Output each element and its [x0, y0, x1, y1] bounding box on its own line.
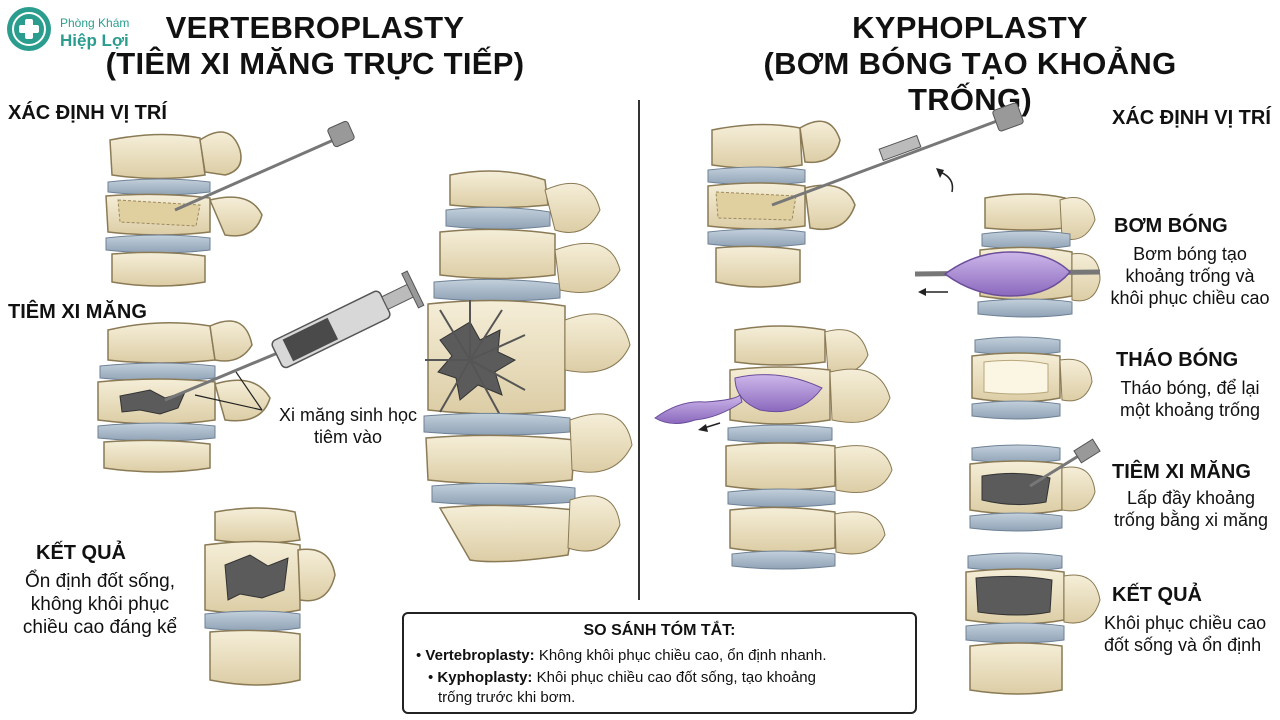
- summary-item-kyphoplasty: • Kyphoplasty: Khôi phục chiều cao đốt s…: [428, 669, 816, 686]
- spine-column: [423, 170, 633, 563]
- vertebra-balloon-right: [914, 193, 1101, 318]
- summary-item-kyphoplasty-cont: trống trước khi bơm.: [438, 689, 576, 706]
- left-step3-desc: Ổn định đốt sống, không khôi phục chiều …: [22, 571, 178, 638]
- summary-box: SO SÁNH TÓM TẮT: • Vertebroplasty: Không…: [402, 612, 917, 714]
- right-step3-desc: Tháo bóng, để lại một khoảng trống: [1119, 378, 1261, 420]
- clinic-logo: Phòng Khám Hiệp Lợi: [6, 6, 156, 54]
- right-step3-label: THÁO BÓNG: [1116, 349, 1239, 371]
- left-step3-label: KẾT QUẢ: [36, 542, 126, 564]
- right-step2-label: BƠM BÓNG: [1114, 215, 1228, 237]
- summary-title: SO SÁNH TÓM TẮT:: [583, 622, 736, 639]
- vertebra-result-right: [965, 552, 1101, 695]
- clinic-name-line2: Hiệp Lợi: [60, 31, 129, 50]
- vertebra-inject-left: [97, 270, 425, 473]
- right-step5-desc: Khôi phục chiều cao đốt sống và ổn định: [1104, 613, 1267, 655]
- right-step2-desc: Bơm bóng tạo khoảng trống và khôi phục c…: [1110, 244, 1270, 308]
- left-step2-note: Xi măng sinh học tiêm vào: [278, 405, 418, 447]
- right-step5-label: KẾT QUẢ: [1112, 584, 1202, 606]
- vertebra-cement-right: [969, 438, 1101, 532]
- spine-balloon: [654, 325, 893, 570]
- vertebra-locate-right: [707, 102, 1024, 288]
- right-step4-label: TIÊM XI MĂNG: [1112, 461, 1251, 483]
- vertebra-locate-left: [105, 120, 355, 287]
- vertebra-removed-right: [971, 336, 1093, 420]
- summary-item-vertebroplasty: • Vertebroplasty: Không khôi phục chiều …: [416, 647, 827, 664]
- left-title: VERTEBROPLASTY (TIÊM XI MĂNG TRỰC TIẾP): [105, 10, 525, 81]
- right-step4-desc: Lấp đầy khoảng trống bằng xi măng: [1113, 488, 1269, 530]
- left-step2-label: TIÊM XI MĂNG: [8, 301, 147, 323]
- left-step1-label: XÁC ĐỊNH VỊ TRÍ: [8, 102, 167, 124]
- vertebra-result-left: [204, 507, 336, 686]
- right-step1-label: XÁC ĐỊNH VỊ TRÍ: [1112, 107, 1271, 129]
- clinic-name-line1: Phòng Khám: [60, 16, 130, 30]
- clinic-logo-icon: [7, 7, 51, 51]
- center-divider: [638, 100, 640, 600]
